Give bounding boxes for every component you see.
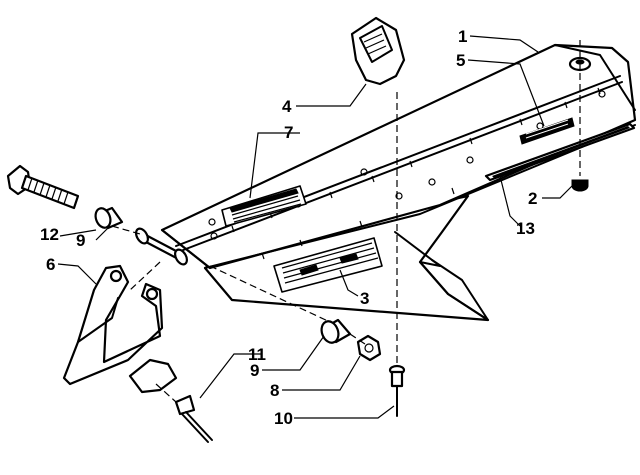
decal-5 (519, 117, 575, 145)
callout-10: 10 (274, 409, 293, 428)
bolt-12 (6, 164, 80, 210)
callout-1: 1 (458, 27, 467, 46)
callout-6: 6 (46, 255, 55, 274)
clip-11 (128, 358, 213, 443)
bushing-9-lower (320, 318, 352, 344)
decal-3 (273, 237, 383, 293)
nut-8 (356, 334, 382, 362)
tread-strip (484, 122, 636, 182)
bushing-9-upper (94, 206, 124, 230)
hinge-tube (135, 227, 188, 266)
callout-3: 3 (360, 289, 369, 308)
clamp-4 (350, 16, 406, 86)
callout-7: 7 (284, 123, 293, 142)
callout-8: 8 (270, 381, 279, 400)
callout-5: 5 (456, 51, 465, 70)
leader-lines (57, 35, 573, 419)
bracket-6 (62, 264, 164, 386)
decal-7 (221, 185, 307, 227)
alignment-lines (111, 40, 581, 403)
callout-4: 4 (282, 97, 292, 116)
callout-9-upper: 9 (76, 231, 85, 250)
rivet-10 (388, 364, 406, 417)
cap-2 (571, 179, 589, 192)
callout-9-lower: 9 (250, 361, 259, 380)
callout-2: 2 (528, 189, 537, 208)
callout-11: 11 (248, 345, 266, 364)
callout-12: 12 (40, 225, 59, 244)
callout-13: 13 (516, 219, 535, 238)
